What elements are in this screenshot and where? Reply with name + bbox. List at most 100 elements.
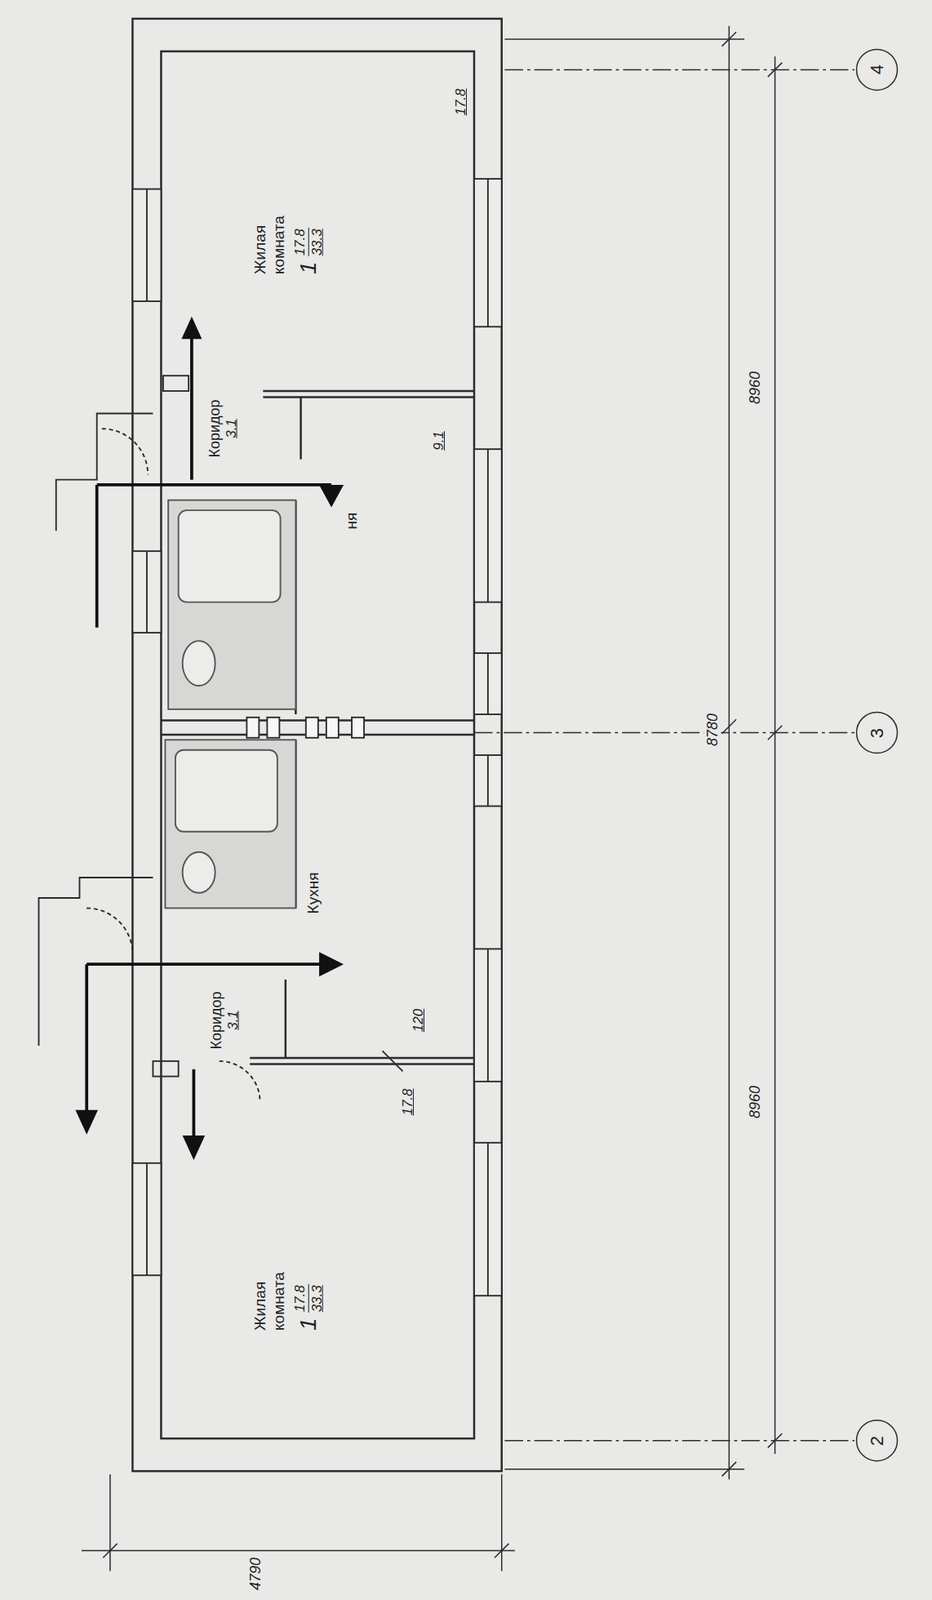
total-area: 33.3 xyxy=(308,1284,325,1312)
room-area: 3.1 xyxy=(222,399,240,458)
room-name: Коридор xyxy=(208,990,226,1049)
arrow-line xyxy=(84,963,89,1112)
room-name: Коридор xyxy=(205,399,223,458)
area-value: 9.1 xyxy=(430,428,448,453)
partition xyxy=(249,1062,475,1065)
partition xyxy=(284,979,287,1058)
bathroom xyxy=(168,500,296,710)
area-value: 17.8 xyxy=(452,85,470,118)
window-pane xyxy=(146,550,148,633)
porch xyxy=(38,877,153,1046)
room-label: Жилая комната 1 17.833.3 xyxy=(250,1271,325,1331)
axis-marker xyxy=(856,712,898,754)
window xyxy=(474,754,502,806)
room-area: 3.1 xyxy=(225,990,242,1049)
window-pane xyxy=(146,1162,148,1275)
window xyxy=(132,1162,161,1275)
arrow-line xyxy=(95,484,99,628)
extension-line xyxy=(501,1473,502,1572)
dimension-tick xyxy=(722,718,737,733)
arrowhead xyxy=(181,316,202,339)
axis-number: 3 xyxy=(866,724,888,740)
dimension-value: 120 xyxy=(410,1006,427,1035)
axis-line xyxy=(504,69,855,71)
dimension-tick xyxy=(102,1543,117,1558)
outer-wall xyxy=(132,18,502,1471)
dimension-line xyxy=(728,26,730,1479)
window xyxy=(474,948,502,1081)
dimension-tick xyxy=(382,1050,404,1071)
vent-shaft xyxy=(326,717,339,738)
arrowhead xyxy=(319,484,344,507)
direction-arrows xyxy=(75,316,344,1160)
partition xyxy=(262,390,475,392)
bathroom xyxy=(164,739,296,908)
living-area: 17.8 xyxy=(291,227,309,257)
bathtub xyxy=(178,510,281,602)
dimension-value: 8780 xyxy=(703,710,721,749)
axis-line xyxy=(474,732,855,733)
extension-line xyxy=(504,1468,745,1470)
room-name: Жилая комната xyxy=(250,215,289,275)
extension-line xyxy=(504,38,745,40)
dimension-line xyxy=(81,1549,515,1551)
window-pane xyxy=(146,189,148,302)
partitions xyxy=(160,390,475,1071)
area-value: 17.8 xyxy=(399,1085,417,1118)
axis-line xyxy=(504,1439,855,1441)
vent-shafts xyxy=(246,717,364,738)
dimension-value: 4790 xyxy=(246,1553,264,1592)
room-name: Жилая комната xyxy=(250,1271,289,1331)
living-area: 17.8 xyxy=(291,1283,309,1313)
axis-marker xyxy=(856,48,898,90)
axis-number: 4 xyxy=(866,62,888,77)
dimensions xyxy=(81,26,898,1572)
arrowhead xyxy=(319,951,344,977)
window-pane xyxy=(487,448,489,602)
arrow-line xyxy=(192,1069,196,1138)
arrow-line xyxy=(190,337,194,480)
door-swing xyxy=(86,907,133,954)
arrowhead xyxy=(75,1109,98,1135)
window-pane xyxy=(487,178,489,327)
room-number: 1 xyxy=(294,261,321,275)
room-label: Кухня xyxy=(304,871,323,914)
dimension-value: 8960 xyxy=(746,1082,764,1121)
inner-wall xyxy=(160,51,475,1438)
corridor-label: Коридор3.1 xyxy=(205,399,240,458)
window xyxy=(132,189,161,302)
dimension-tick xyxy=(494,1543,509,1558)
window xyxy=(474,652,502,715)
bathtub xyxy=(175,750,278,832)
area-fraction: 17.833.3 xyxy=(291,227,325,257)
window-pane xyxy=(487,652,489,715)
extension-line xyxy=(109,1473,111,1572)
walls xyxy=(132,18,502,1471)
porch xyxy=(56,412,154,531)
corridor-label: Коридор3.1 xyxy=(208,990,242,1049)
room-label: ня xyxy=(342,511,361,529)
vent-shaft xyxy=(351,717,364,738)
window xyxy=(132,550,161,633)
room-number-row: 1 17.833.3 xyxy=(291,1271,325,1331)
windows xyxy=(132,178,502,1296)
vent-shaft xyxy=(266,717,280,738)
area-fraction: 17.833.3 xyxy=(291,1283,325,1313)
sink xyxy=(182,852,216,893)
window-pane xyxy=(487,948,489,1081)
wall-stub xyxy=(163,375,189,391)
axis-number: 2 xyxy=(866,1433,888,1448)
room-number: 1 xyxy=(294,1317,321,1331)
arrowhead xyxy=(182,1135,205,1160)
dimension-line xyxy=(774,56,776,1454)
window xyxy=(474,178,502,327)
window xyxy=(474,1142,502,1296)
room-number-row: 1 17.833.3 xyxy=(291,215,325,275)
partition xyxy=(262,395,475,398)
partition xyxy=(249,1056,475,1059)
bathrooms xyxy=(164,500,296,909)
room-name: ня xyxy=(342,511,361,529)
axis-marker xyxy=(856,1420,898,1461)
